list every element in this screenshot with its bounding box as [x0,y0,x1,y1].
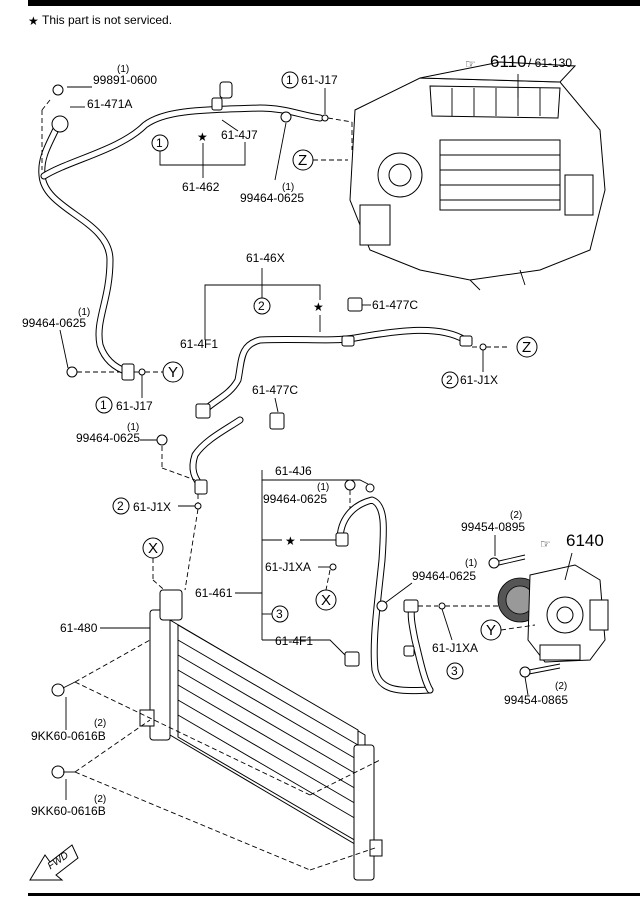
label-99454-0895: 99454-0895 [461,520,525,534]
marker-x-left-label: X [148,540,158,557]
label-99464-top: 99464-0625 [240,191,304,205]
label-61-471A: 61-471A [87,97,132,111]
label-61-480: 61-480 [60,621,98,635]
star-61-462: ★ [197,130,208,144]
circle-1-j17-left [95,396,113,414]
ref-6140: 6140 [566,531,604,550]
bolt-99464-center [344,479,356,491]
bolt-99454-0865 [519,663,561,678]
bolt-99454-0895 [488,554,526,569]
label-61-4F1-a: 61-4F1 [180,337,218,351]
label-61-462: 61-462 [182,180,220,194]
bolt-99464-mid [156,434,168,446]
circle-2-j1x-left-label: 2 [117,499,124,513]
label-99891-qty: (1) [117,64,129,75]
bottom-border [28,893,640,896]
circle-2-46x [253,297,271,315]
bolt-99464-top [280,111,292,123]
compressor [497,564,609,663]
oring-61-j1xa-b [438,602,446,610]
label-61-J1X-right: 61-J1X [460,373,498,387]
bolt-99464-right [376,600,388,612]
oring-61-j1x-left [194,502,202,510]
star-icon: ★ [28,14,39,28]
label-99464-left-qty: (1) [78,307,90,318]
label-99464-center: 99464-0625 [263,492,327,506]
circle-1-j17-top [281,71,299,89]
circle-2-j1x-right-label: 2 [446,373,453,387]
label-61-J1XA-a: 61-J1XA [265,560,311,574]
hose-61-462 [38,81,324,381]
circle-1-j17-left-label: 1 [100,398,107,412]
label-61-477C-b: 61-477C [252,383,298,397]
label-61-J17-top: 61-J17 [301,73,338,87]
fwd-arrow-icon [29,844,79,881]
oring-61-4j6 [365,483,375,493]
label-61-477C-a: 61-477C [372,298,418,312]
marker-z-mid-label: Z [522,339,531,356]
top-border [28,0,640,6]
marker-y-right-label: Y [486,622,496,639]
label-61-461: 61-461 [195,586,233,600]
label-99464-mid: 99464-0625 [76,431,140,445]
circle-1-top-label: 1 [156,136,163,150]
bolt-9kk60-a [51,681,76,697]
circle-3-461 [271,605,289,623]
label-99454-0865: 99454-0865 [504,693,568,707]
condenser [139,589,383,881]
label-9KK60-a: 9KK60-0616B [31,729,106,743]
ref-6110-sub: / 61-130 [528,56,572,70]
star-61-461: ★ [285,534,296,548]
label-99464-center-qty: (1) [317,482,329,493]
circle-2-j1x-left [112,497,130,515]
label-61-J17-left: 61-J17 [116,399,153,413]
oring-61-j1x-right [479,343,487,351]
label-9KK60-a-qty: (2) [94,718,106,729]
label-61-4F1-b: 61-4F1 [275,634,313,648]
marker-x-center-label: X [321,592,331,609]
label-61-46X: 61-46X [246,251,285,265]
label-61-J1X-left: 61-J1X [133,500,171,514]
circle-2-j1x-right [441,371,459,389]
oring-61-j17-top [321,114,329,122]
circle-3-j1xa [446,662,464,680]
label-99454-0895-qty: (2) [510,510,522,521]
circle-3-461-label: 3 [276,607,283,621]
header-note: This part is not serviced. [42,13,172,27]
label-9KK60-b: 9KK60-0616B [31,804,106,818]
hand-icon: ☞ [465,57,476,71]
marker-y-left-label: Y [168,364,178,381]
oring-61-j1xa-a [329,563,337,571]
label-61-4J6: 61-4J6 [275,464,312,478]
label-99464-right-qty: (1) [465,558,477,569]
ref-6110: 6110 [490,52,527,71]
star-61-46x: ★ [313,300,324,314]
hvac-unit [349,61,606,291]
circle-1-j17-top-label: 1 [286,73,293,87]
label-99464-right: 99464-0625 [412,569,476,583]
label-9KK60-b-qty: (2) [94,794,106,805]
label-99891: 99891-0600 [93,73,157,87]
marker-y-left [162,361,184,383]
label-99464-left: 99464-0625 [22,316,86,330]
circle-3-j1xa-label: 3 [451,664,458,678]
hose-61-46x [189,297,473,495]
bolt-9kk60-b [51,765,75,779]
hose-61-461 [335,496,434,695]
label-61-4J7: 61-4J7 [221,128,258,142]
marker-z-top-label: Z [298,152,307,169]
hand-icon-6140: ☞ [540,537,551,551]
label-99464-top-qty: (1) [282,182,294,193]
label-99454-0865-qty: (2) [555,681,567,692]
label-61-J1XA-b: 61-J1XA [432,641,478,655]
marker-z-mid [516,336,538,358]
oring-61-j17-left [138,368,146,376]
bolt-99464-left [66,366,78,378]
label-99464-mid-qty: (1) [127,422,139,433]
circle-2-46x-label: 2 [258,299,265,313]
